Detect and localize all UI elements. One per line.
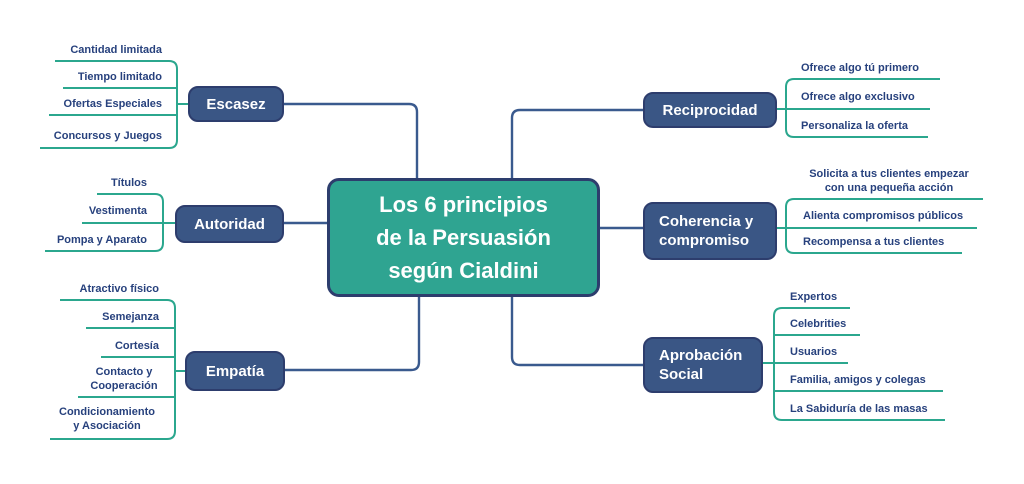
leaf-concursos-y-juegos: Concursos y Juegos xyxy=(53,130,162,142)
node-escasez: Escasez xyxy=(188,86,284,122)
leaf-recompensa-a-tus-clientes: Recompensa a tus clientes xyxy=(803,236,945,248)
leaf-solicita-pequena-accion: Solicita a tus clientes empezar con una … xyxy=(809,168,969,194)
connector-reciprocidad xyxy=(510,108,643,178)
leaf-usuarios: Usuarios xyxy=(790,346,838,358)
leaf-alienta-compromisos-publicos: Alienta compromisos públicos xyxy=(803,210,964,222)
leaf-contacto-y-cooperacion: Contacto y Cooperación xyxy=(90,366,158,392)
branch-connectors xyxy=(284,102,643,372)
leaf-vestimenta: Vestimenta xyxy=(88,205,147,217)
node-reciprocidad: Reciprocidad xyxy=(643,92,777,128)
connector-aprobacion xyxy=(510,297,643,367)
node-empatia: Empatía xyxy=(185,351,285,391)
leaf-tiempo-limitado: Tiempo limitado xyxy=(77,71,162,83)
leaf-celebrities: Celebrities xyxy=(790,318,847,330)
leaf-ofrece-algo-exclusivo: Ofrece algo exclusivo xyxy=(801,91,915,103)
node-aprobacion-social: Aprobación Social xyxy=(643,337,763,393)
connector-escasez xyxy=(284,102,419,178)
leaf-cortesia: Cortesía xyxy=(114,340,159,352)
central-topic: Los 6 principios de la Persuasión según … xyxy=(327,178,600,297)
leaf-semejanza: Semejanza xyxy=(102,311,159,323)
leaf-ofrece-algo-tu-primero: Ofrece algo tú primero xyxy=(801,62,919,74)
leaf-condicionamiento-y-asociacion: Condicionamiento y Asociación xyxy=(59,406,155,432)
leaf-la-sabiduria-de-las-masas: La Sabiduría de las masas xyxy=(790,403,928,415)
leaf-familia-amigos-y-colegas: Familia, amigos y colegas xyxy=(790,374,926,386)
leaf-cantidad-limitada: Cantidad limitada xyxy=(70,44,162,56)
leaf-ofertas-especiales: Ofertas Especiales xyxy=(63,98,162,110)
leaf-expertos: Expertos xyxy=(790,291,838,303)
leaf-titulos: Títulos xyxy=(110,177,147,189)
leaf-pompa-y-aparato: Pompa y Aparato xyxy=(56,234,147,246)
node-coherencia-y-compromiso: Coherencia y compromiso xyxy=(643,202,777,260)
node-autoridad: Autoridad xyxy=(175,205,284,243)
leaf-atractivo-fisico: Atractivo físico xyxy=(79,283,159,295)
leaf-connectors xyxy=(40,60,983,440)
leaf-personaliza-la-oferta: Personaliza la oferta xyxy=(801,120,908,132)
connector-empatia xyxy=(285,297,421,372)
